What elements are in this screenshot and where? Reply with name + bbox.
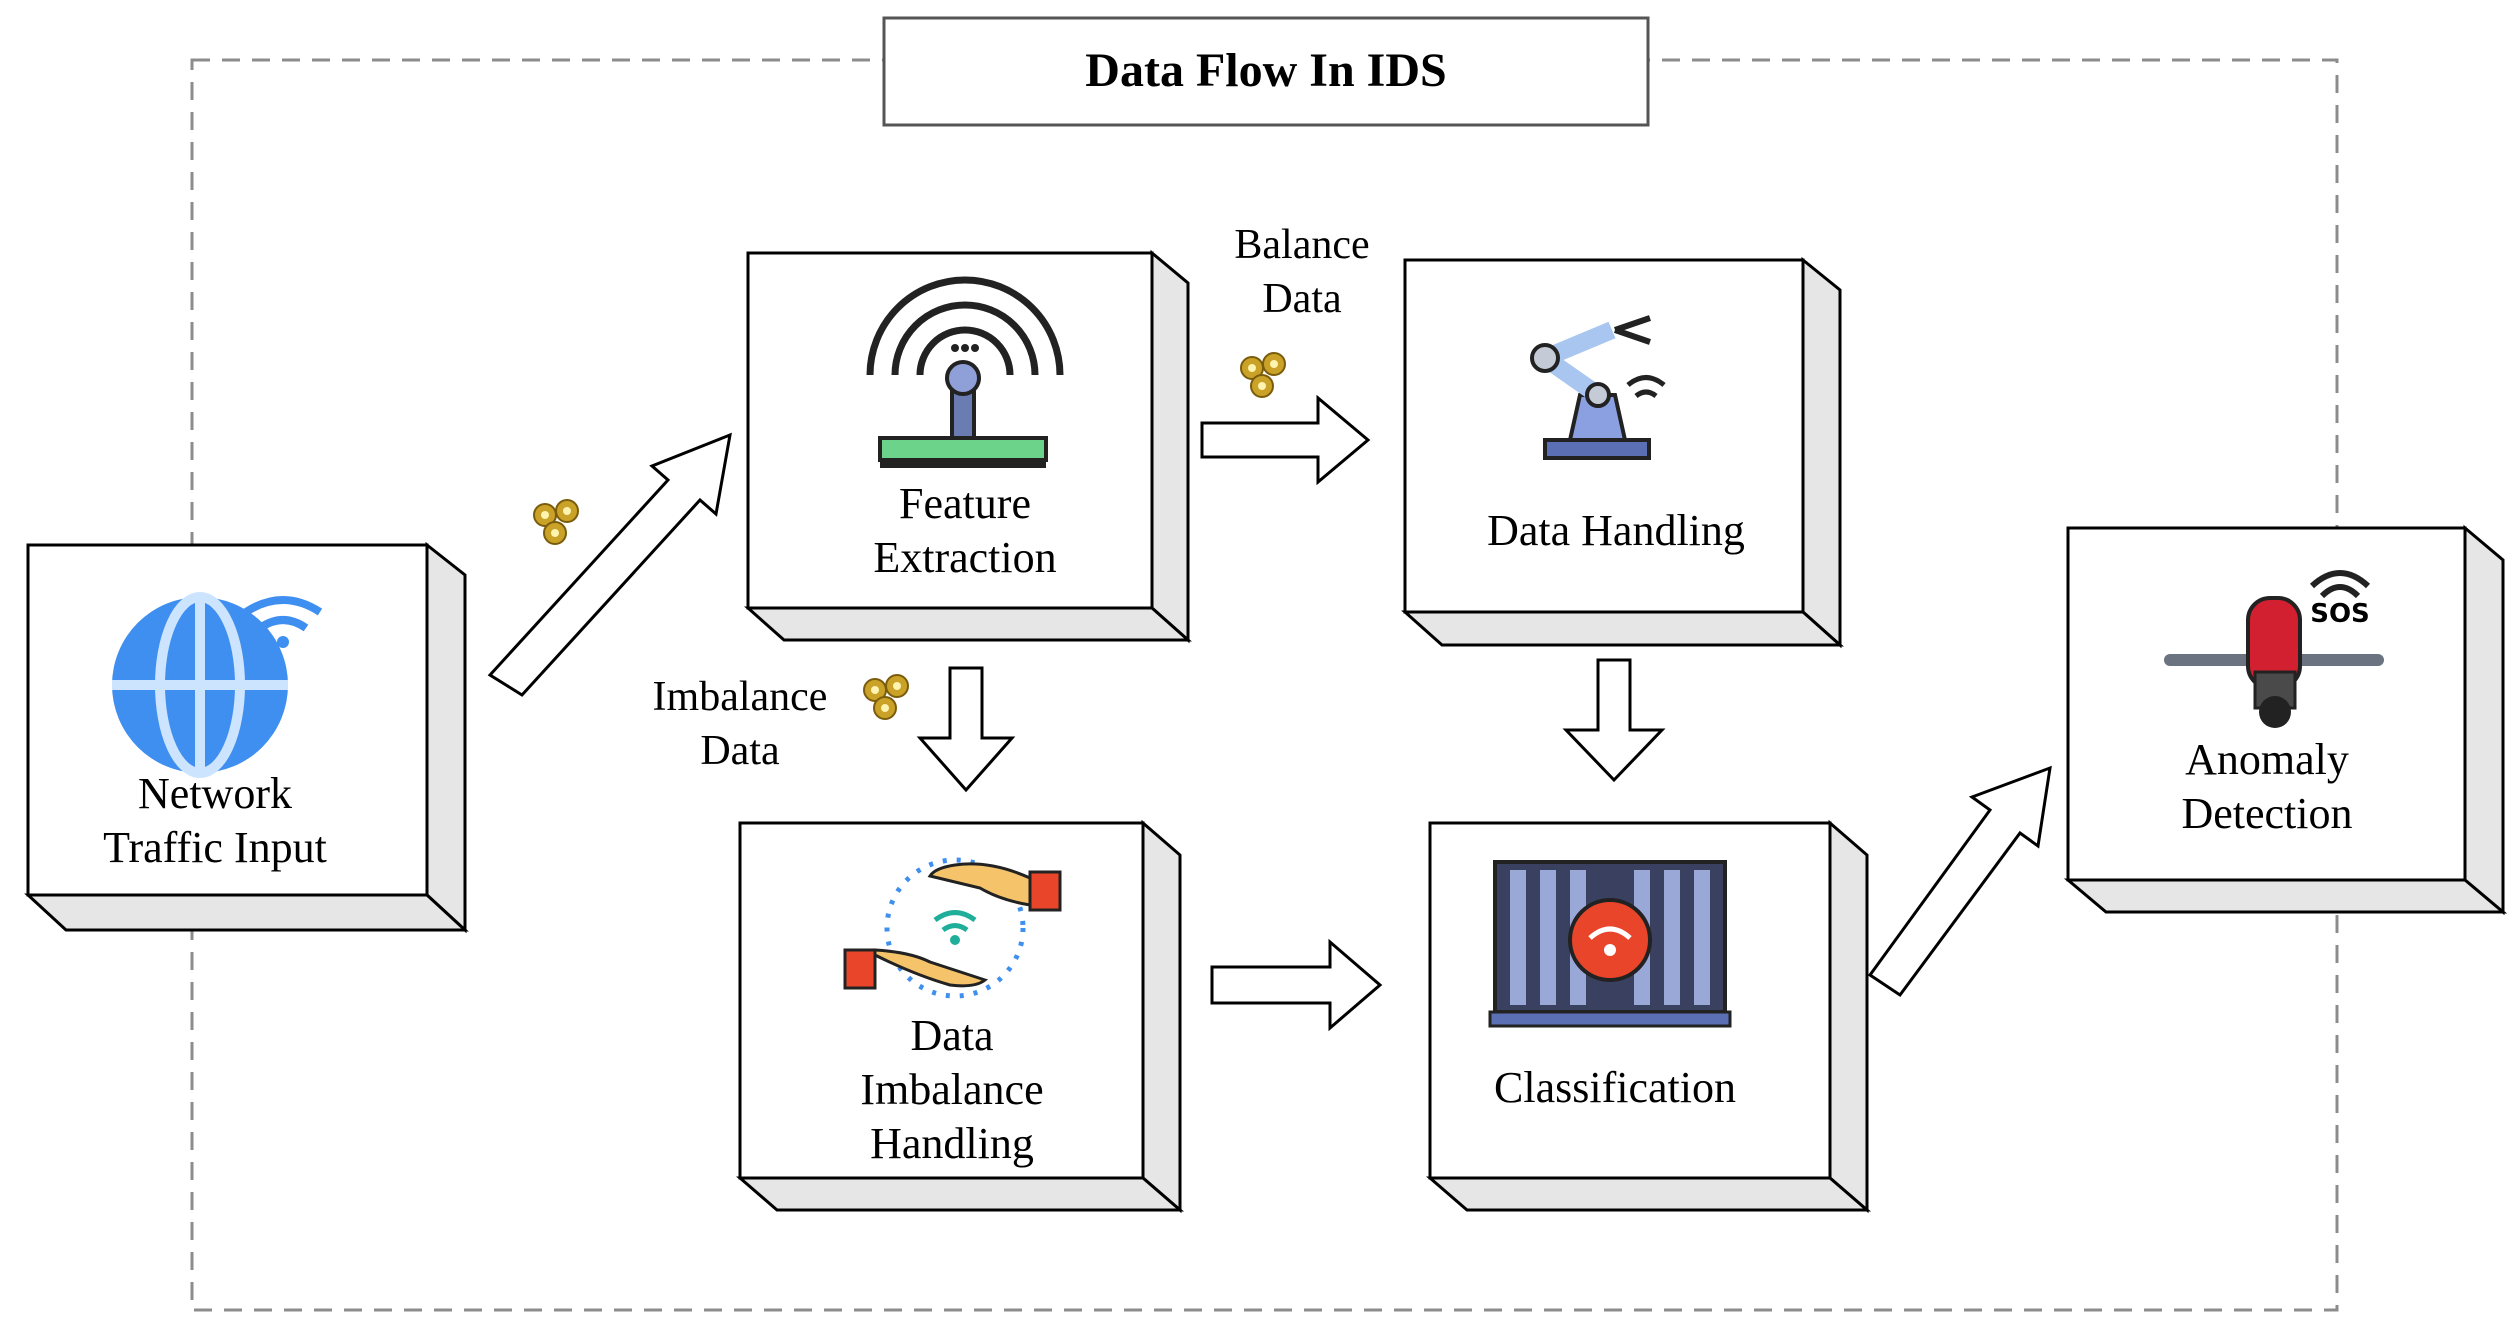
diagram-title: Data Flow In IDS	[1085, 44, 1446, 97]
gear-icon	[1240, 352, 1286, 398]
sos-badge: SOS	[2310, 599, 2370, 629]
node-label: Anomaly	[2185, 735, 2349, 784]
node-anomaly-detection: SOS Anomaly Detection	[2063, 524, 2508, 916]
node-classification: Classification	[1425, 819, 1872, 1214]
node-label: Feature	[899, 479, 1031, 528]
node-label: Classification	[1494, 1063, 1736, 1112]
arrow-classification-to-anomaly	[1867, 765, 2052, 998]
router-antenna-icon	[866, 276, 1064, 468]
arrow-imbalance-to-classification	[1210, 938, 1383, 1032]
edge-label-balance: Data	[1262, 276, 1342, 322]
node-label: Handling	[870, 1119, 1034, 1168]
globe-wifi-icon	[112, 592, 323, 778]
node-data-handling: Data Handling	[1401, 256, 1844, 649]
node-label: Data	[910, 1011, 993, 1060]
robot-arm-icon	[1530, 315, 1666, 460]
arrow-network-to-feature	[487, 432, 732, 697]
edge-label-imbalance: Data	[700, 728, 780, 774]
arrow-feature-to-handling	[1200, 394, 1371, 486]
arrow-feature-to-imbalance	[916, 666, 1016, 793]
sos-alarm-icon: SOS	[2164, 570, 2384, 728]
node-label: Detection	[2181, 789, 2352, 838]
node-data-imbalance-handling: Data Imbalance Handling	[735, 819, 1185, 1214]
node-label: Data Handling	[1487, 506, 1745, 555]
arrow-handling-to-classification	[1562, 658, 1666, 783]
gear-icon	[533, 499, 579, 545]
edge-label-imbalance: Imbalance	[653, 674, 828, 720]
node-feature-extraction: Feature Extraction	[744, 249, 1192, 644]
gear-icon	[863, 674, 909, 720]
server-rack-signal-icon	[1488, 860, 1732, 1028]
node-network-traffic-input: Network Traffic Input	[24, 541, 469, 934]
node-label: Imbalance	[860, 1065, 1043, 1114]
node-label: Extraction	[873, 533, 1056, 582]
edge-label-balance: Balance	[1234, 222, 1369, 268]
title-box	[882, 16, 1650, 127]
node-label: Network	[138, 769, 292, 818]
node-label: Traffic Input	[103, 823, 327, 872]
hands-exchange-icon	[843, 857, 1062, 999]
